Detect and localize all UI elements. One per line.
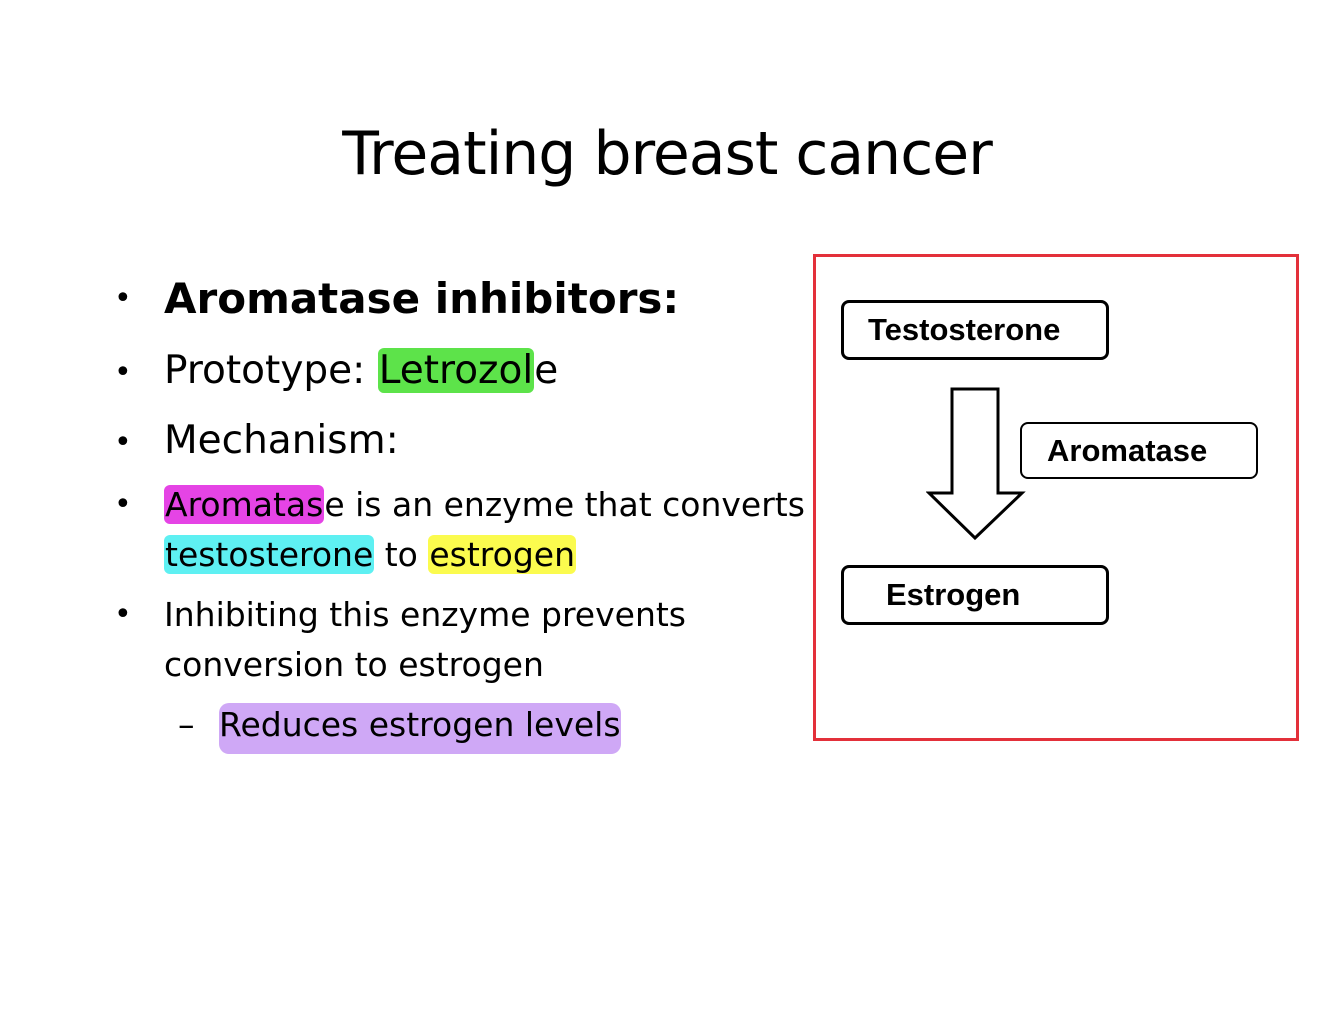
prototype-label: Prototype: [164,348,378,393]
bullet-dot: • [114,425,132,460]
to-word: to [374,535,429,574]
letrozole-highlight: Letrozol [377,348,535,393]
sub-bullet-dash: – [178,705,195,744]
bullet-mechanism-text: Mechanism: [164,418,399,463]
slide-title: Treating breast cancer [342,119,993,189]
testosterone-highlight: testosterone [164,535,375,574]
aromatase-line-1: Aromatase is an enzyme that converts [164,480,805,530]
inhibiting-line-1: Inhibiting this enzyme prevents [164,595,686,634]
estrogen-highlight: estrogen [428,535,576,574]
inhibiting-line-2: conversion to estrogen [164,645,544,684]
bullet-dot: • [114,281,132,316]
aromatase-node: Aromatase [1020,422,1258,479]
sub-bullet-text: Reduces estrogen levels [219,700,621,754]
bullet-heading-text: Aromatase inhibitors: [164,274,680,323]
conversion-diagram: Testosterone Aromatase Estrogen [813,254,1299,741]
estrogen-node: Estrogen [841,565,1109,625]
aromatase-highlight: Aromatas [164,485,325,524]
testosterone-node: Testosterone [841,300,1109,360]
prototype-suffix: e [534,348,559,393]
aromatase-line-1-rest: e is an enzyme that converts [324,485,805,524]
bullet-dot: • [114,597,132,632]
aromatase-line-2: testosterone to estrogen [164,530,576,580]
bullet-dot: • [114,355,132,390]
reduces-highlight: Reduces estrogen levels [219,703,621,754]
bullet-dot: • [114,487,132,522]
down-arrow-icon [926,387,1026,541]
bullet-prototype-text: Prototype: Letrozole [164,348,558,393]
